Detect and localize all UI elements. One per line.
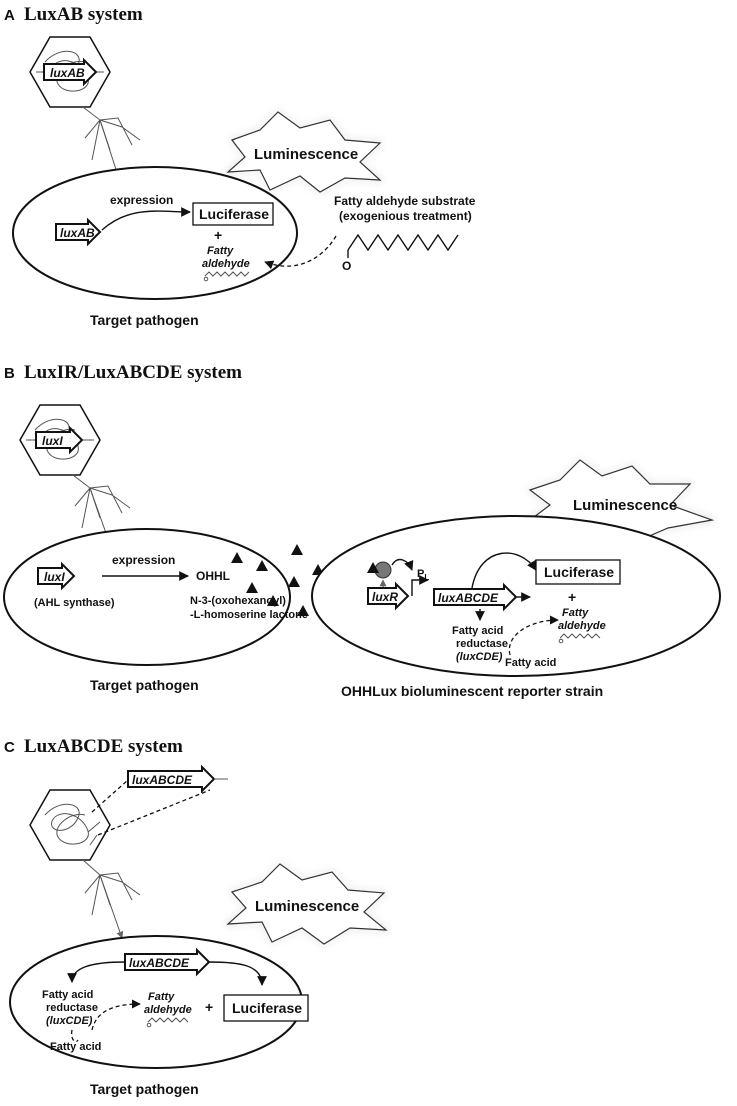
fatty-a-1: Fatty	[207, 245, 234, 257]
substrate-uptake-arrow	[264, 235, 337, 270]
cell-c-gene: luxABCDE	[129, 956, 190, 970]
panel-b-title: LuxIR/LuxABCDE system	[24, 362, 242, 383]
panel-b-letter: B	[4, 365, 15, 382]
luciferase-box-a	[192, 202, 274, 226]
panel-c-title: LuxABCDE system	[24, 736, 183, 757]
luciferase-label-b: Luciferase	[544, 564, 614, 580]
phage-c-gene: luxABCDE	[132, 773, 193, 787]
fatty-b-1: Fatty	[562, 607, 589, 619]
luciferase-box-c	[223, 994, 309, 1022]
luciferase-label-c: Luciferase	[232, 1000, 302, 1016]
ohhl-full-2: -L-homoserine lactone	[190, 609, 308, 621]
expression-label-a: expression	[110, 193, 173, 207]
luminescence-burst-a: Luminescence	[226, 111, 382, 193]
target-label-b: Target pathogen	[90, 677, 199, 693]
substrate-line2: (exogenious treatment)	[339, 209, 472, 223]
panel-b: B LuxIR/LuxABCDE system luxI luxI (AHL s…	[3, 362, 721, 699]
panel-a-title: LuxAB system	[24, 4, 143, 25]
fatty-c-1: Fatty	[148, 991, 175, 1003]
reductase-c-1: Fatty acid	[42, 989, 93, 1001]
luciferase-box-b	[535, 559, 621, 585]
cell-a-gene: luxAB	[60, 226, 95, 240]
fatty-c-2: aldehyde	[144, 1004, 192, 1016]
plus-c: +	[205, 999, 213, 1015]
phage-a: luxAB	[29, 36, 141, 189]
panel-c-letter: C	[4, 739, 15, 756]
luminescence-label-a: Luminescence	[254, 146, 358, 163]
ohhl-full-1: N-3-(oxohexanoyl)	[190, 595, 286, 607]
luminescence-label-b: Luminescence	[573, 497, 677, 514]
reductase-b-2: reductase	[456, 638, 508, 650]
phage-c: luxABCDE	[29, 764, 228, 939]
target-cell-b	[3, 528, 291, 666]
ohhl-label: OHHL	[196, 569, 230, 583]
luxab-gene-arrow	[55, 217, 102, 247]
luxabcde-gene-arrow-b	[433, 582, 518, 612]
reporter-label: OHHLux bioluminescent reporter strain	[341, 683, 603, 699]
plus-b: +	[568, 589, 576, 605]
aldehyde-chain-b	[559, 633, 601, 639]
luxr-protein	[374, 561, 392, 579]
luxr-label: luxR	[372, 590, 398, 604]
luciferase-label-a: Luciferase	[199, 206, 269, 222]
phage-a-gene: luxAB	[50, 66, 85, 80]
aldehyde-chain-c	[147, 1017, 189, 1023]
reductase-c-2: reductase	[46, 1002, 98, 1014]
panel-c: C LuxABCDE system luxABCDE Luminescence …	[4, 736, 388, 1097]
fatty-b-2: aldehyde	[558, 620, 606, 632]
luxabcde-gene-arrow-c	[124, 947, 211, 977]
aldehyde-chain-a	[204, 271, 250, 277]
expression-label-b: expression	[112, 553, 175, 567]
fatty-a-2: aldehyde	[202, 258, 250, 270]
cell-b-gene: luxI	[44, 570, 65, 584]
phage-b: luxI	[19, 404, 131, 551]
plus-a: +	[214, 227, 222, 243]
target-label-a: Target pathogen	[90, 312, 199, 328]
target-cell-a	[12, 166, 298, 300]
ahl-synthase-label: (AHL synthase)	[34, 597, 115, 609]
target-label-c: Target pathogen	[90, 1081, 199, 1097]
fatty-acid-b: Fatty acid	[505, 657, 556, 669]
luxr-gene-arrow	[367, 581, 410, 611]
luminescence-label-c: Luminescence	[255, 898, 359, 915]
oxygen-label: O	[342, 259, 351, 273]
reductase-b-1: Fatty acid	[452, 625, 503, 637]
panel-a-letter: A	[4, 7, 15, 24]
phage-c-gene-arrow	[127, 764, 216, 794]
panel-a: A LuxAB system luxAB Luminescence luxAB …	[4, 4, 476, 328]
fatty-acid-c: Fatty acid	[50, 1041, 101, 1053]
aldehyde-chain-substrate	[347, 233, 459, 252]
reductase-b-3: (luxCDE)	[456, 651, 503, 663]
reductase-c-3: (luxCDE)	[46, 1015, 93, 1027]
luminescence-burst-c: Luminescence	[226, 863, 388, 945]
substrate-line1: Fatty aldehyde substrate	[334, 194, 476, 208]
luxi-gene-arrow	[37, 561, 76, 591]
luxabcde-label-b: luxABCDE	[438, 591, 499, 605]
phage-b-gene: luxI	[42, 434, 63, 448]
